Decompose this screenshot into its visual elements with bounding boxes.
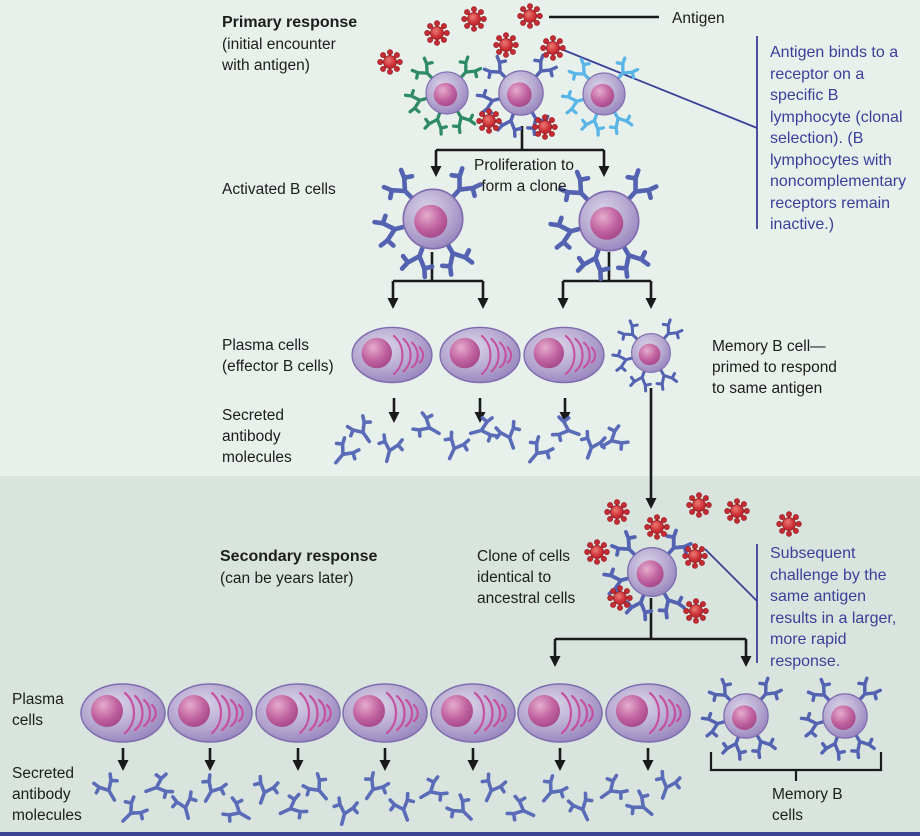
antibody-icon — [222, 796, 255, 829]
antigen-icon — [423, 19, 451, 47]
antibody-icon — [115, 795, 149, 829]
annotation-leader-lines — [555, 36, 758, 663]
antibody-icon — [506, 794, 538, 826]
plasma-cells-label-secondary: Plasma cells — [12, 691, 64, 730]
antibody-icon — [195, 774, 228, 807]
antibody-icon — [275, 792, 307, 824]
memory-b-cell-icon — [801, 677, 882, 760]
antigen-icon — [603, 498, 631, 526]
antigen-icon — [606, 584, 634, 612]
primary-response-heading: Primary response (initial encounter with… — [222, 12, 362, 76]
antibody-icon — [415, 775, 448, 808]
antigen-icon — [685, 491, 713, 519]
secondary-challenge-annotation: Subsequent challenge by the same antigen… — [770, 545, 897, 670]
antibody-icon — [345, 414, 379, 448]
plasma-cells-label-primary: Plasma cells (effector B cells) — [222, 337, 334, 376]
plasma-cell-icon — [166, 682, 254, 744]
b-cell-icon — [562, 57, 639, 136]
antigen-icon — [539, 34, 567, 62]
antibody-icon — [412, 411, 445, 444]
annotation2-diagonal-line — [704, 548, 758, 602]
antigen-icon — [723, 497, 751, 525]
primary-response-title: Primary response — [222, 14, 358, 31]
figure-bottom-border — [0, 832, 920, 836]
antibody-icon — [375, 434, 404, 464]
memory-cells-bracket — [709, 752, 883, 781]
antibody-icon — [439, 431, 471, 463]
plasma-cell-icon — [516, 682, 604, 744]
antibody-icon — [170, 791, 199, 821]
memory-b-cell-label: Memory B cell—primed to respond to same … — [712, 338, 837, 398]
antibody-icon — [535, 774, 569, 808]
antigen-icon — [775, 510, 803, 538]
clonal-selection-annotation: Antigen binds to a receptor on a specifi… — [770, 44, 907, 233]
secondary-response-subtitle: (can be years later) — [220, 569, 354, 587]
memory-b-cell-icon — [604, 529, 693, 620]
plasma-cell-icon — [439, 326, 521, 384]
activated-b-cells-label: Activated B cells — [222, 181, 336, 198]
antigen-icon — [460, 5, 488, 33]
antigen-icon — [475, 107, 503, 135]
memory-b-cell-icon — [612, 318, 683, 391]
plasma-cell-icon — [351, 326, 433, 384]
plasma-cell-icon — [523, 326, 605, 384]
antigen-label: Antigen — [672, 10, 725, 27]
secondary-response-section-background — [0, 476, 920, 832]
antibody-icon — [330, 797, 359, 827]
annotation1-diagonal-line — [555, 46, 758, 129]
antibody-icon — [388, 793, 419, 824]
secreted-antibodies-secondary — [92, 771, 683, 830]
antigen-icon — [643, 513, 671, 541]
clone-of-cells-label: Clone of cells identical to ancestral ce… — [477, 548, 576, 608]
antibody-icon — [445, 793, 479, 827]
antigen-icon — [492, 31, 520, 59]
plasma-cell-icon — [604, 682, 692, 744]
memory-b-cells-label: Memory B cells — [772, 786, 843, 825]
secondary-response-heading: Secondary response (can be years later) — [220, 546, 385, 589]
secreted-antibody-label-secondary: Secreted antibody molecules — [12, 765, 82, 825]
b-cell-icon — [405, 56, 482, 135]
antibody-icon — [476, 773, 508, 805]
antigen-icon — [376, 48, 404, 76]
flow-arrows — [117, 15, 883, 781]
antibody-icon — [651, 771, 682, 802]
antigen-icon — [531, 113, 559, 141]
primary-response-subtitle: (initial encounter with antigen) — [222, 35, 336, 74]
antibody-icon — [142, 772, 173, 803]
plasma-cell-icon — [429, 682, 517, 744]
antibody-icon — [301, 772, 335, 806]
secondary-response-title: Secondary response — [220, 548, 378, 565]
proliferation-label: Proliferation to form a clone — [474, 157, 574, 196]
antibody-icon — [249, 776, 280, 807]
antibody-icon — [521, 435, 555, 469]
plasma-cell-icon — [254, 682, 342, 744]
antibody-icon — [357, 771, 391, 805]
memory-b-cell-icon — [702, 677, 783, 760]
antibody-icon — [494, 421, 525, 452]
antibody-icon — [595, 773, 629, 807]
antibody-icon — [625, 789, 659, 823]
secreted-antibody-label-primary: Secreted antibody molecules — [222, 407, 292, 467]
antibody-icon — [468, 415, 498, 444]
antibody-icon — [327, 436, 361, 470]
antigen-icon — [681, 542, 709, 570]
plasma-cell-icon — [79, 682, 167, 744]
antibody-icon — [566, 792, 598, 824]
antigen-icon — [682, 597, 710, 625]
plasma-cell-icon — [341, 682, 429, 744]
antibody-icon — [552, 415, 583, 446]
secreted-antibodies-primary — [327, 411, 630, 471]
antigen-icon — [516, 2, 544, 30]
